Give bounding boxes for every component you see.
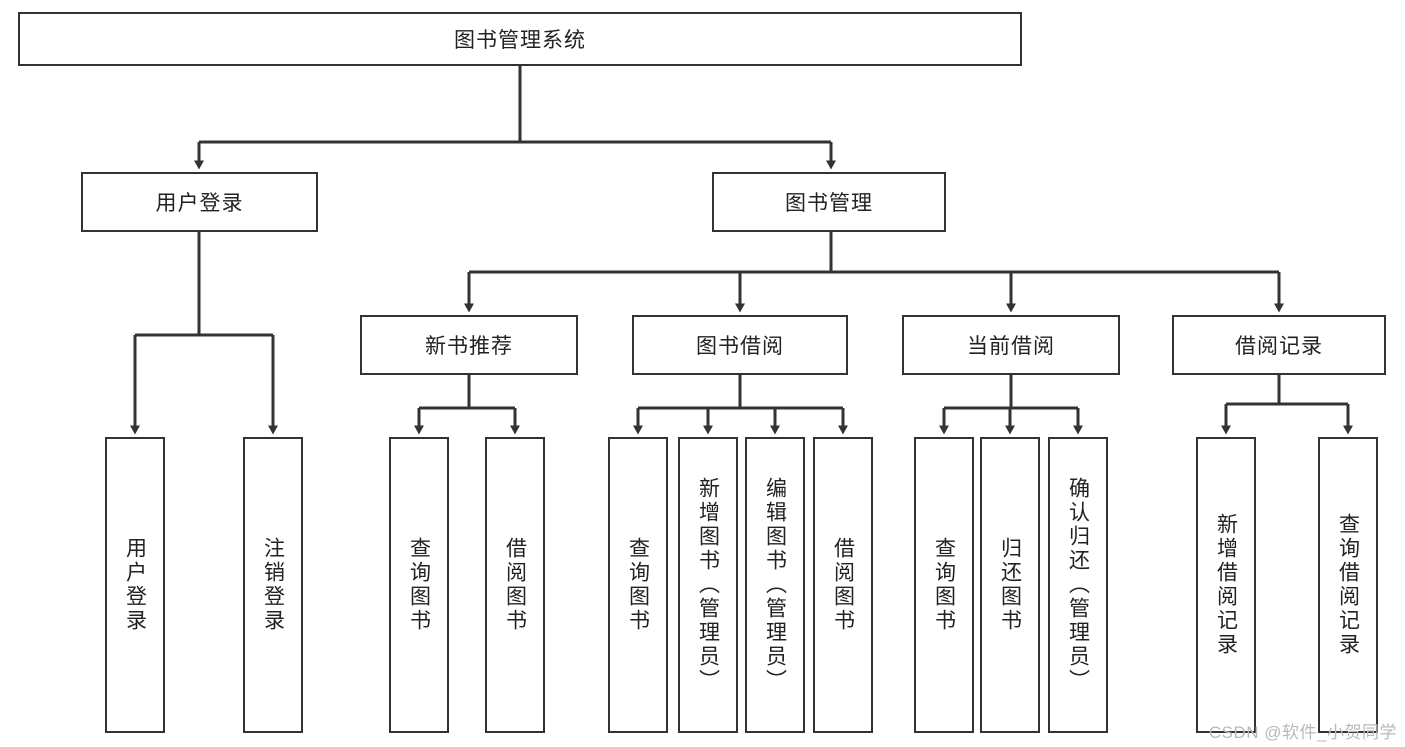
leaf-new-book-borrow-label: 借阅图书 <box>503 537 527 633</box>
leaf-record-add[interactable]: 新增借阅记录 <box>1196 437 1256 733</box>
leaf-borrow-edit[interactable]: 编辑图书（管理员） <box>745 437 805 733</box>
leaf-borrow-query[interactable]: 查询图书 <box>608 437 668 733</box>
node-root-label: 图书管理系统 <box>454 29 586 52</box>
leaf-new-book-query[interactable]: 查询图书 <box>389 437 449 733</box>
leaf-current-query-label: 查询图书 <box>932 537 956 633</box>
leaf-record-add-label: 新增借阅记录 <box>1214 513 1238 657</box>
node-book-management-label: 图书管理 <box>785 192 873 215</box>
leaf-borrow-add[interactable]: 新增图书（管理员） <box>678 437 738 733</box>
node-user-login-label: 用户登录 <box>155 192 244 215</box>
leaf-user-login[interactable]: 用户登录 <box>105 437 165 733</box>
node-current-borrow-label: 当前借阅 <box>967 335 1055 358</box>
node-user-login[interactable]: 用户登录 <box>81 172 318 232</box>
node-book-borrow-label: 图书借阅 <box>696 335 784 358</box>
leaf-current-confirm-label: 确认归还（管理员） <box>1066 477 1090 693</box>
leaf-logout[interactable]: 注销登录 <box>243 437 303 733</box>
node-book-borrow[interactable]: 图书借阅 <box>632 315 848 375</box>
node-new-book-recommend[interactable]: 新书推荐 <box>360 315 578 375</box>
leaf-user-login-label: 用户登录 <box>123 537 147 633</box>
leaf-borrow-add-label: 新增图书（管理员） <box>696 477 720 693</box>
leaf-borrow-edit-label: 编辑图书（管理员） <box>763 477 787 693</box>
leaf-record-query-label: 查询借阅记录 <box>1336 513 1360 657</box>
leaf-current-return[interactable]: 归还图书 <box>980 437 1040 733</box>
leaf-record-query[interactable]: 查询借阅记录 <box>1318 437 1378 733</box>
node-current-borrow[interactable]: 当前借阅 <box>902 315 1120 375</box>
node-root[interactable]: 图书管理系统 <box>18 12 1022 66</box>
leaf-current-query[interactable]: 查询图书 <box>914 437 974 733</box>
node-new-book-recommend-label: 新书推荐 <box>425 335 513 358</box>
leaf-new-book-query-label: 查询图书 <box>407 537 431 633</box>
node-book-management[interactable]: 图书管理 <box>712 172 946 232</box>
leaf-borrow-query-label: 查询图书 <box>626 537 650 633</box>
leaf-logout-label: 注销登录 <box>261 537 285 633</box>
node-borrow-record-label: 借阅记录 <box>1235 335 1323 358</box>
leaf-current-confirm[interactable]: 确认归还（管理员） <box>1048 437 1108 733</box>
node-borrow-record[interactable]: 借阅记录 <box>1172 315 1386 375</box>
leaf-current-return-label: 归还图书 <box>998 537 1022 633</box>
leaf-borrow-borrow[interactable]: 借阅图书 <box>813 437 873 733</box>
csdn-watermark: CSDN @软件_小贺同学 <box>1208 723 1397 742</box>
leaf-borrow-borrow-label: 借阅图书 <box>831 537 855 633</box>
leaf-new-book-borrow[interactable]: 借阅图书 <box>485 437 545 733</box>
